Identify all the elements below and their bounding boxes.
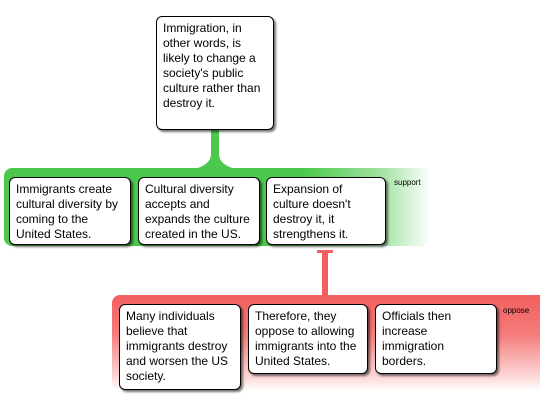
support-item-1[interactable]: Immigrants create cultural diversity by … bbox=[9, 177, 131, 245]
root-claim[interactable]: Immigration, in other words, is likely t… bbox=[156, 16, 274, 130]
oppose-item-2[interactable]: Therefore, they oppose to allowing immig… bbox=[248, 304, 368, 374]
support-item-2-text: Cultural diversity accepts and expands t… bbox=[145, 182, 250, 241]
support-item-1-text: Immigrants create cultural diversity by … bbox=[16, 182, 119, 241]
support-item-2[interactable]: Cultural diversity accepts and expands t… bbox=[138, 177, 260, 245]
oppose-item-1[interactable]: Many individuals believe that immigrants… bbox=[119, 304, 241, 390]
oppose-item-1-text: Many individuals believe that immigrants… bbox=[126, 309, 229, 383]
oppose-item-3[interactable]: Officials then increase immigration bord… bbox=[375, 304, 497, 374]
root-claim-text: Immigration, in other words, is likely t… bbox=[163, 21, 261, 110]
root-support-connector bbox=[190, 128, 240, 170]
oppose-item-2-text: Therefore, they oppose to allowing immig… bbox=[255, 309, 357, 368]
support-item-3[interactable]: Expansion of culture doesn't destroy it,… bbox=[266, 177, 386, 245]
oppose-label: oppose bbox=[503, 306, 530, 315]
support-label: support bbox=[394, 178, 421, 187]
oppose-item-3-text: Officials then increase immigration bord… bbox=[382, 309, 452, 368]
support-item-3-text: Expansion of culture doesn't destroy it,… bbox=[273, 182, 351, 241]
support-oppose-connector bbox=[317, 250, 333, 298]
